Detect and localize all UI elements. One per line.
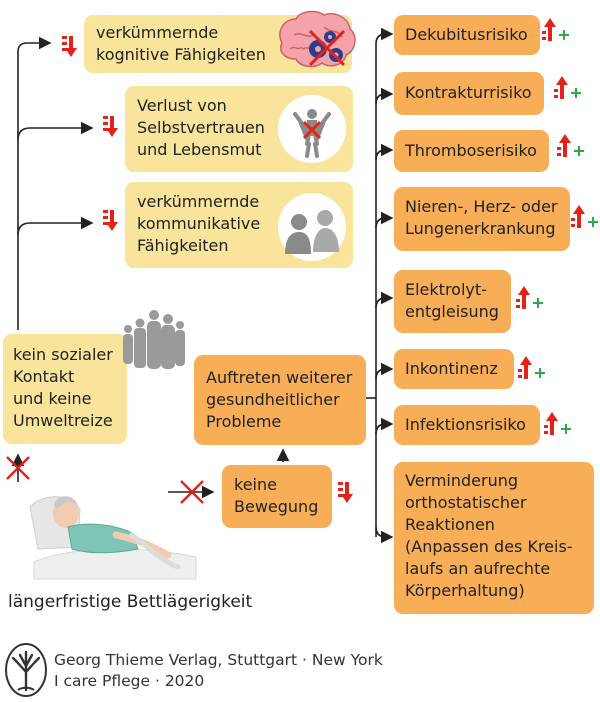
further-problems-box: Auftreten weiterer gesundheitlicher Prob… xyxy=(194,355,366,445)
risk-box-orthostatisch: Verminderung orthostatischer Reaktionen … xyxy=(394,462,594,614)
no-movement-box: keine Bewegung xyxy=(222,465,332,528)
social-label: kein sozialer Kontakt und keine Umweltre… xyxy=(13,345,113,430)
risk-label: Nieren-, Herz- oder Lungenerkrankung xyxy=(405,197,558,238)
publisher-line: Georg Thieme Verlag, Stuttgart · New Yor… xyxy=(54,651,383,669)
further-problems-label: Auftreten weiterer gesundheitlicher Prob… xyxy=(206,368,353,431)
risk-label: Thromboserisiko xyxy=(405,141,537,160)
bedridden-caption: längerfristige Bettlägerigkeit xyxy=(8,592,253,612)
risk-label: Elektrolyt- entgleisung xyxy=(405,280,499,321)
increase-arrow-icon xyxy=(554,76,581,99)
group-of-people-icon xyxy=(123,310,185,369)
effect-label: Verlust von Selbstvertrauen und Lebensmu… xyxy=(137,96,265,159)
increase-arrow-icon xyxy=(571,205,598,228)
social-contact-box: kein sozialer Kontakt und keine Umweltre… xyxy=(3,334,127,444)
risk-label: Inkontinenz xyxy=(405,359,498,378)
risk-box-organ: Nieren-, Herz- oder Lungenerkrankung xyxy=(394,187,570,251)
risk-label: Verminderung orthostatischer Reaktionen … xyxy=(405,471,573,600)
risk-label: Dekubitusrisiko xyxy=(405,25,528,44)
bedridden-patient-illustration xyxy=(29,496,197,580)
decrease-arrow-icon xyxy=(338,482,353,503)
decrease-arrow-icon xyxy=(103,210,118,231)
increase-arrow-icon xyxy=(518,356,545,379)
risk-label: Infektionsrisiko xyxy=(405,415,526,434)
tree-logo-icon xyxy=(5,643,47,697)
risk-box-kontraktur: Kontrakturrisiko xyxy=(394,72,544,115)
risk-box-dekubitus: Dekubitusrisiko xyxy=(394,15,540,55)
conversation-icon xyxy=(278,193,346,261)
decrease-arrow-icon xyxy=(103,116,118,137)
red-cross-icon xyxy=(6,456,204,504)
risk-box-elektrolyt: Elektrolyt- entgleisung xyxy=(394,270,511,333)
publication-line: I care Pflege · 2020 xyxy=(54,672,205,690)
risk-box-infektion: Infektionsrisiko xyxy=(394,405,540,445)
effect-label: verkümmernde kommunikative Fähigkeiten xyxy=(137,192,261,255)
increase-arrow-icon xyxy=(516,286,543,309)
crossed-person-icon xyxy=(278,95,346,163)
risk-label: Kontrakturrisiko xyxy=(405,83,532,102)
effect-box-kognitiv: verkümmernde kognitive Fähigkeiten xyxy=(84,10,356,73)
effect-box-kommunikativ: verkümmernde kommunikative Fähigkeiten xyxy=(125,182,353,268)
effect-box-selbst: Verlust von Selbstvertrauen und Lebensmu… xyxy=(125,86,353,172)
risk-box-inkontinenz: Inkontinenz xyxy=(394,349,514,389)
risk-box-thrombose: Thromboserisiko xyxy=(394,130,549,172)
brain-icon xyxy=(279,10,356,68)
effect-label: verkümmernde kognitive Fähigkeiten xyxy=(96,23,266,64)
decrease-arrow-icon xyxy=(62,36,77,57)
increase-arrow-icon xyxy=(542,18,569,41)
increase-arrow-icon xyxy=(544,412,571,435)
no-movement-label: keine Bewegung xyxy=(234,475,319,516)
increase-arrow-icon xyxy=(557,134,584,157)
